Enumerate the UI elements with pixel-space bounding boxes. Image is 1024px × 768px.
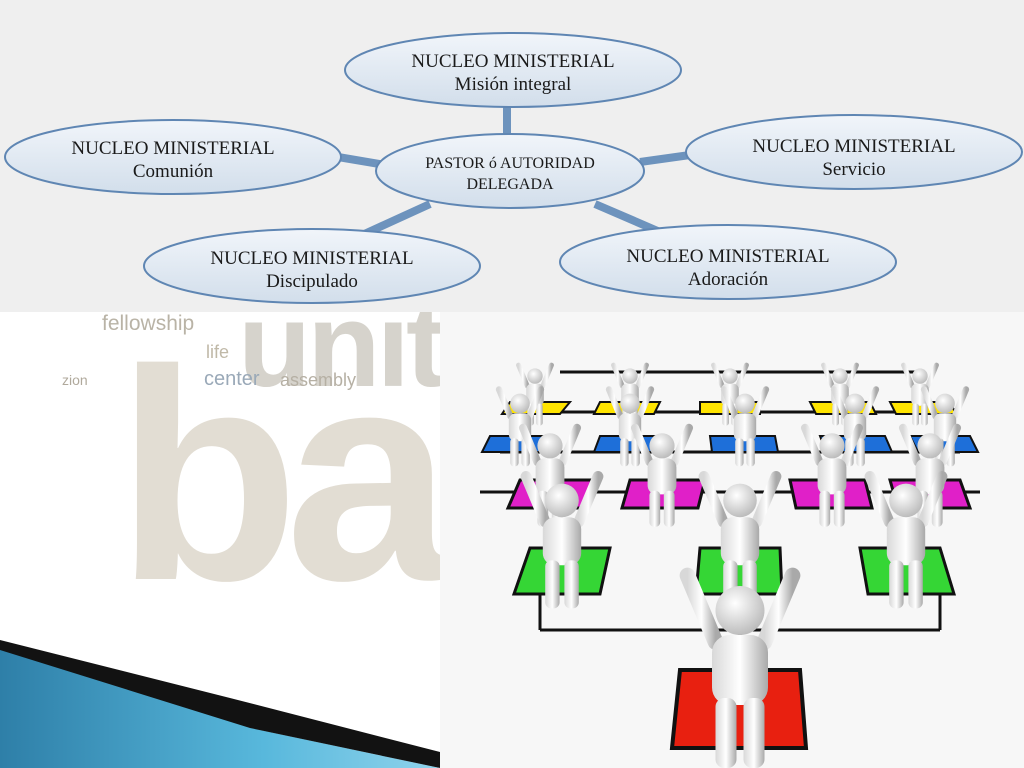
node-comunion: NUCLEO MINISTERIAL Comunión bbox=[4, 119, 342, 195]
diagram-canvas: NUCLEO MINISTERIAL Misión integral NUCLE… bbox=[4, 32, 1023, 304]
word-united: unitec bbox=[238, 312, 440, 412]
node-title: NUCLEO MINISTERIAL bbox=[411, 51, 614, 72]
node-title: NUCLEO MINISTERIAL bbox=[71, 138, 274, 159]
word-bap: bap bbox=[116, 312, 440, 643]
node-discipulado: NUCLEO MINISTERIAL Discipulado bbox=[143, 228, 481, 304]
people bbox=[499, 365, 966, 768]
connector-adoracion bbox=[593, 200, 662, 236]
connector-servicio bbox=[639, 151, 691, 166]
word-center: center bbox=[204, 368, 260, 390]
node-mision-integral: NUCLEO MINISTERIAL Misión integral bbox=[344, 32, 682, 108]
node-servicio: NUCLEO MINISTERIAL Servicio bbox=[685, 114, 1023, 190]
node-title: NUCLEO MINISTERIAL bbox=[210, 248, 413, 269]
node-title: NUCLEO MINISTERIAL bbox=[626, 246, 829, 267]
node-adoracion: NUCLEO MINISTERIAL Adoración bbox=[559, 224, 897, 300]
word-cloud-image: bap unitec fellowship life center assemb… bbox=[0, 312, 440, 768]
org-chart-people-photo bbox=[440, 312, 1024, 768]
node-subtitle: Comunión bbox=[133, 161, 214, 182]
node-center-pastor: PASTOR ó AUTORIDAD DELEGADA bbox=[375, 133, 645, 209]
node-subtitle: Adoración bbox=[688, 269, 769, 290]
node-title: NUCLEO MINISTERIAL bbox=[752, 136, 955, 157]
word-fellowship: fellowship bbox=[102, 312, 195, 335]
decorative-stripe bbox=[0, 640, 440, 768]
word-life: life bbox=[206, 342, 230, 362]
connector-comunion bbox=[337, 153, 386, 169]
org-diagram: NUCLEO MINISTERIAL Misión integral NUCLE… bbox=[0, 0, 1024, 312]
word-assembly: assembly bbox=[280, 370, 357, 390]
node-subtitle: Servicio bbox=[822, 159, 885, 180]
people-illustration bbox=[480, 312, 980, 768]
center-line2: DELEGADA bbox=[466, 176, 554, 193]
node-subtitle: Misión integral bbox=[455, 74, 572, 95]
center-line1: PASTOR ó AUTORIDAD bbox=[425, 155, 595, 172]
node-subtitle: Discipulado bbox=[266, 271, 358, 292]
word-zion: zion bbox=[62, 372, 88, 388]
